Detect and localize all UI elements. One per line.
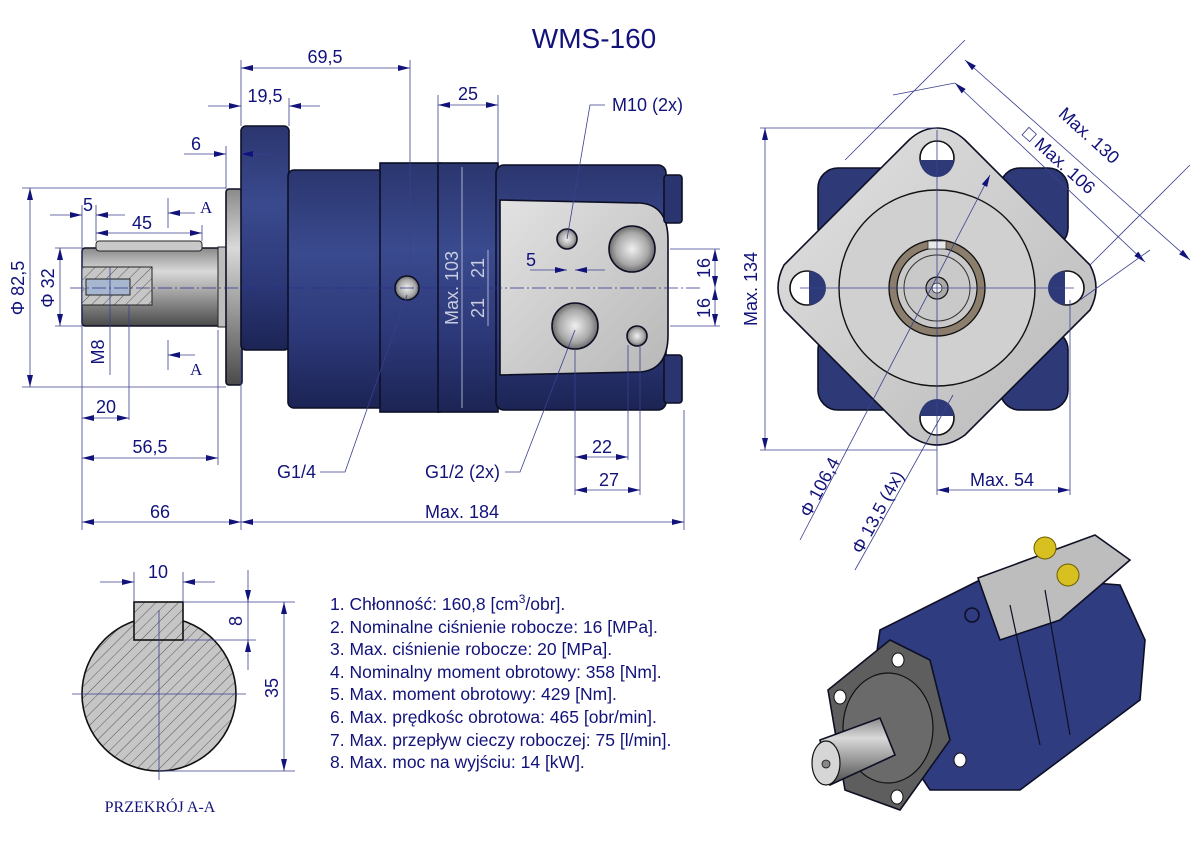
dim-69-5: 69,5	[307, 47, 342, 67]
section-a-a: 10 8 35 PRZEKRÓJ A-A	[72, 562, 295, 816]
callout-m10: M10 (2x)	[612, 95, 683, 115]
specification-list: 1. Chłonność: 160,8 [cm3/obr]. 2. Nomina…	[330, 588, 671, 774]
dim-22: 22	[592, 437, 612, 457]
dim-phi-82-5: Φ 82,5	[8, 261, 28, 315]
spec-item: 8. Max. moc na wyjściu: 14 [kW].	[330, 752, 585, 773]
dim-16-bottom: 16	[694, 298, 714, 318]
front-view: Max. 134 Max. 130 □ Max. 106 Φ 106,4 Φ 1…	[741, 39, 1191, 571]
section-marker-bottom: A	[190, 360, 203, 379]
side-view: 69,5 19,5 6 25 M10 (2x) 5 45 A A Φ 82,5 …	[8, 47, 720, 530]
shaft-key	[95, 240, 203, 252]
dim-max-184: Max. 184	[425, 502, 499, 522]
port-g12-b	[551, 302, 599, 350]
port-plate	[499, 199, 669, 376]
dim-key-8: 8	[226, 616, 246, 626]
dimension-lines	[22, 60, 720, 530]
dim-max-134: Max. 134	[741, 252, 761, 326]
spec-item: 1. Chłonność: 160,8 [cm3/obr].	[330, 592, 566, 614]
dim-m8: M8	[88, 339, 108, 364]
dim-max-54: Max. 54	[970, 470, 1034, 490]
drawing-title: WMS-160	[532, 23, 656, 54]
dim-19-5: 19,5	[247, 86, 282, 106]
pilot-ring	[225, 188, 243, 386]
dim-5-key: 5	[83, 195, 93, 215]
iso-port-plate	[976, 534, 1132, 642]
dim-20: 20	[96, 397, 116, 417]
iso-fitting-b	[1056, 563, 1080, 587]
dim-56-5: 56,5	[132, 437, 167, 457]
section-caption: PRZEKRÓJ A-A	[105, 797, 216, 816]
dim-45: 45	[132, 213, 152, 233]
dim-16-top: 16	[694, 258, 714, 278]
end-bolt-bottom	[663, 354, 683, 404]
dim-key-10: 10	[148, 562, 168, 582]
section-marker-top: A	[200, 198, 213, 217]
dim-27: 27	[599, 470, 619, 490]
dim-6: 6	[191, 134, 201, 154]
spec-item: 5. Max. moment obrotowy: 429 [Nm].	[330, 684, 617, 705]
dim-5-port: 5	[526, 250, 536, 270]
spec-item: 4. Nominalny moment obrotowy: 358 [Nm].	[330, 661, 662, 682]
thread-bore	[85, 278, 131, 296]
end-bolt-top	[663, 174, 683, 224]
callout-g1-4: G1/4	[277, 462, 316, 482]
m10-thread-bottom	[626, 325, 648, 347]
mounting-flange	[240, 125, 290, 351]
port-g12-a	[608, 225, 656, 273]
isometric-view	[811, 534, 1146, 811]
spec-item: 3. Max. ciśnienie robocze: 20 [MPa].	[330, 639, 613, 660]
callout-g1-2: G1/2 (2x)	[425, 462, 500, 482]
dim-25: 25	[458, 84, 478, 104]
dim-max-103: Max. 103	[442, 251, 462, 325]
dim-21-bottom: 21	[468, 298, 488, 318]
dim-phi-32: Φ 32	[38, 268, 58, 307]
dim-21-top: 21	[468, 258, 488, 278]
dim-phi-106-4: Φ 106,4	[796, 454, 844, 520]
dim-35: 35	[262, 678, 282, 698]
dim-66: 66	[150, 502, 170, 522]
key-section	[133, 601, 184, 641]
spec-item: 6. Max. prędkośc obrotowa: 465 [obr/min]…	[330, 706, 657, 727]
spec-item: 7. Max. przepływ cieczy roboczej: 75 [l/…	[330, 729, 672, 750]
iso-fitting-a	[1033, 536, 1057, 560]
dim-phi-13-5: Φ 13,5 (4x)	[848, 468, 908, 557]
spec-item: 2. Nominalne ciśnienie robocze: 16 [MPa]…	[330, 616, 658, 637]
